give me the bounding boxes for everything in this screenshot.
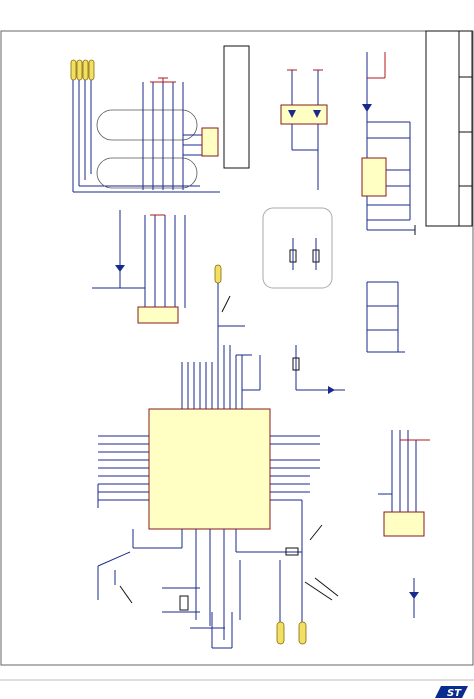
status-led [292, 345, 345, 394]
antenna-pin [214, 264, 222, 284]
st-logo: ST [435, 686, 468, 699]
mcu-bottom-pins [132, 529, 302, 640]
mcu-left-pins [97, 435, 149, 508]
led-icon-right [328, 386, 335, 394]
left-led-driver [92, 210, 186, 324]
led-icon-left [115, 265, 125, 272]
diode-icon [362, 104, 372, 112]
logo-text: ST [447, 688, 462, 699]
thermal-area [262, 207, 333, 289]
small-ic-top [201, 127, 219, 157]
mcu-chip [148, 408, 271, 530]
regulator-section [361, 52, 416, 235]
title-block [425, 30, 473, 227]
crystal [162, 587, 200, 613]
capacitor-bank [366, 281, 405, 353]
photodiode-icon [313, 110, 321, 118]
tvs-diode-icon [409, 592, 419, 599]
led-icon [288, 110, 296, 118]
mcu-right-pins [270, 435, 320, 560]
optocoupler [280, 69, 328, 190]
note-box [223, 45, 250, 169]
connector-pins-top-left [70, 59, 220, 193]
regulator-ic [361, 157, 387, 197]
vertical-wires-top [142, 77, 219, 190]
connector-left [137, 306, 179, 324]
bottom-right-diode [409, 578, 419, 618]
probe-pins [276, 524, 339, 645]
bottom-right-connector [378, 430, 430, 537]
drawing-frame [0, 30, 474, 666]
bottom-left-network [97, 551, 133, 604]
mcu-top-pins [181, 345, 261, 409]
thermal-components [289, 238, 320, 270]
cable-loops [96, 109, 198, 189]
